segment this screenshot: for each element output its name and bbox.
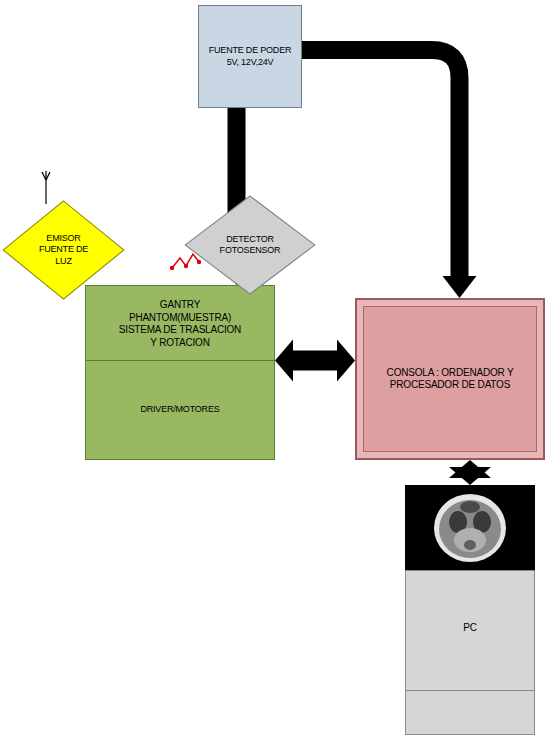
arrow-head <box>275 339 293 381</box>
node-label: DETECTOR FOTOSENSOR <box>215 234 285 257</box>
arrow-head <box>443 276 477 298</box>
detector-diamond: DETECTOR FOTOSENSOR <box>184 195 316 295</box>
antenna-symbol <box>42 171 50 204</box>
light-wave-symbol <box>170 254 201 270</box>
emitter-diamond: EMISOR FUENTE DE LUZ <box>2 200 125 300</box>
block-arrow <box>302 50 477 298</box>
block-arrow <box>449 460 491 485</box>
computer-case <box>406 571 535 735</box>
node-label: GANTRY PHANTOM(MUESTRA) SISTEMA DE TRASL… <box>116 299 244 349</box>
node-label: PC <box>463 622 477 635</box>
node-label: CONSOLA : ORDENADOR Y PROCESADOR DE DATO… <box>370 367 530 392</box>
block-arrow <box>275 339 355 381</box>
pc-box: PC <box>405 485 535 690</box>
driver-box: DRIVER/MOTORES <box>85 360 275 460</box>
gantry-box: GANTRY PHANTOM(MUESTRA) SISTEMA DE TRASL… <box>85 285 275 363</box>
power-supply-box: FUENTE DE PODER 5V, 12V,24V <box>198 5 302 108</box>
node-label: DRIVER/MOTORES <box>140 404 219 415</box>
arrow-head <box>337 339 355 381</box>
ct-scan-image <box>405 485 535 570</box>
arrow-shaft <box>302 50 460 277</box>
node-label: EMISOR FUENTE DE LUZ <box>32 233 96 267</box>
console-box: CONSOLA : ORDENADOR Y PROCESADOR DE DATO… <box>355 298 545 460</box>
arrow-shaft <box>292 350 338 370</box>
arrow-head <box>449 460 491 478</box>
node-label: FUENTE DE PODER 5V, 12V,24V <box>208 45 292 68</box>
